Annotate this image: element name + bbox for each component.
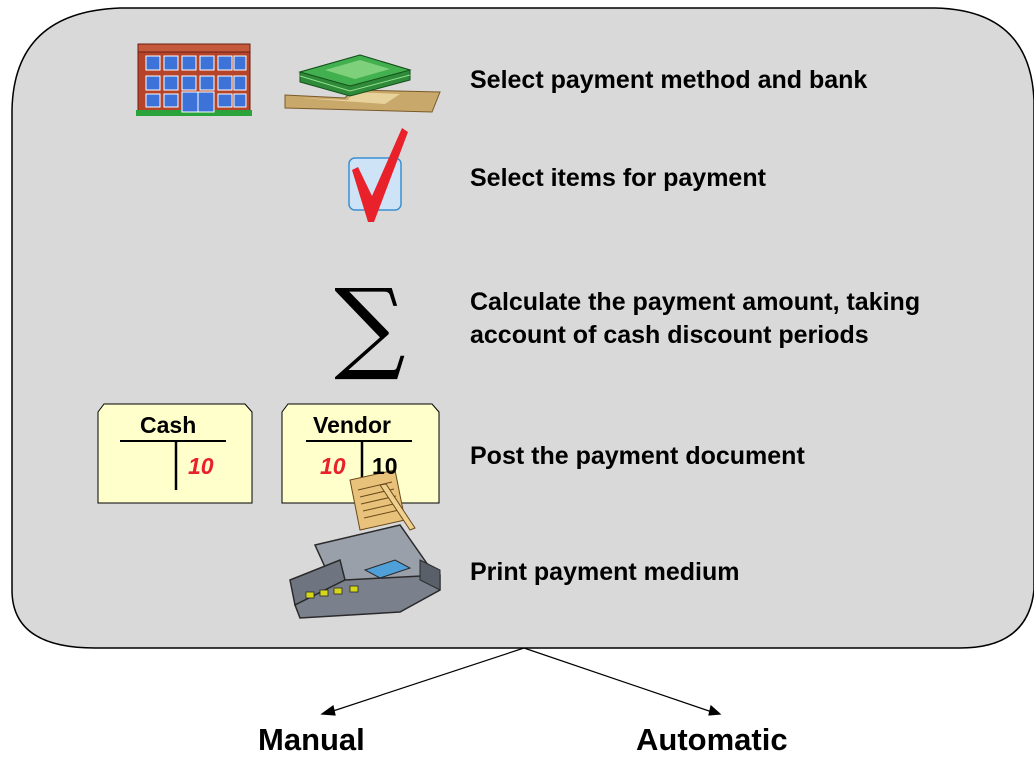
cash-account-title: Cash [140, 412, 197, 438]
step-calculate-amount-line1: Calculate the payment amount, taking [470, 288, 921, 316]
cash-t-account [97, 403, 253, 504]
process-panel [11, 7, 1034, 649]
vendor-account-title: Vendor [313, 412, 391, 438]
manual-label: Manual [258, 722, 365, 757]
automatic-label: Automatic [636, 722, 788, 757]
sigma-icon: ∑ [334, 267, 405, 384]
branch-arrows [320, 647, 722, 716]
step-calculate-amount-line2: account of cash discount periods [470, 321, 869, 349]
step-print-medium: Print payment medium [470, 558, 740, 586]
step-select-items: Select items for payment [470, 164, 766, 192]
step-post-document: Post the payment document [470, 442, 805, 470]
vendor-t-account [281, 403, 440, 504]
money-stack-icon [284, 54, 441, 113]
bank-building-icon [136, 43, 252, 116]
cash-credit-amount: 10 [188, 453, 214, 479]
vendor-debit-amount: 10 [320, 453, 346, 479]
checkmark-checkbox-icon [348, 128, 408, 222]
printer-icon [289, 469, 441, 619]
step-select-payment-method: Select payment method and bank [470, 66, 868, 94]
vendor-credit-amount: 10 [372, 453, 398, 479]
